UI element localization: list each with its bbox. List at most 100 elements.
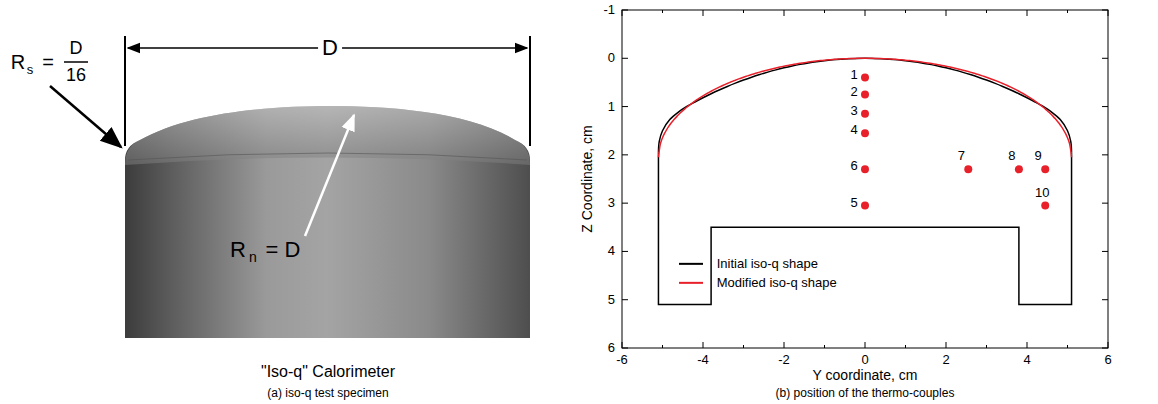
legend-text: Initial iso-q shape xyxy=(717,256,818,270)
tick xyxy=(1102,10,1108,11)
equals-sign: = xyxy=(42,51,54,73)
thermocouple-number: 7 xyxy=(958,149,965,163)
leader-arrow xyxy=(50,86,121,147)
legend-entry: Modified iso-q shape xyxy=(679,276,837,290)
thermocouple-number: 2 xyxy=(850,84,857,98)
tick xyxy=(824,345,825,348)
thermocouple-dot xyxy=(861,110,869,118)
tick-label: 5 xyxy=(608,293,615,307)
legend-line-sample xyxy=(679,282,703,284)
tick-label: 1 xyxy=(608,99,615,113)
tick xyxy=(1102,251,1108,252)
tick xyxy=(703,10,704,16)
tick-label: -2 xyxy=(778,353,790,367)
fraction-bar xyxy=(64,61,88,63)
tick xyxy=(1067,345,1068,348)
tick xyxy=(743,345,744,348)
tick xyxy=(1102,154,1108,155)
tick xyxy=(986,345,987,348)
axis-ticks xyxy=(622,10,1108,348)
tick xyxy=(622,251,628,252)
thermocouple-number: 3 xyxy=(850,104,857,118)
tick xyxy=(1108,10,1109,16)
subscript: n xyxy=(249,250,257,265)
fraction-denominator: 16 xyxy=(66,66,86,86)
tick xyxy=(662,10,663,13)
thermocouple-dot xyxy=(861,91,869,99)
initial-shape-dome xyxy=(658,58,1071,152)
tick xyxy=(986,10,987,13)
thermocouple-dot xyxy=(1015,165,1023,173)
tick-label: 6 xyxy=(1104,353,1111,367)
thermocouple-number: 10 xyxy=(1035,185,1049,199)
tick-label: -1 xyxy=(603,3,615,17)
legend-entry: Initial iso-q shape xyxy=(679,256,818,270)
tick xyxy=(1102,299,1108,300)
tick-label: 2 xyxy=(608,148,615,162)
tick xyxy=(622,342,623,348)
tick xyxy=(1027,10,1028,16)
thermocouple-plot xyxy=(622,10,1108,348)
thermocouple-dot xyxy=(1041,165,1049,173)
thermocouple-dot xyxy=(964,165,972,173)
thermocouple-number: 4 xyxy=(850,123,857,137)
plot-frame xyxy=(622,10,1108,348)
thermocouple-dot xyxy=(1041,202,1049,210)
thermocouple-number: 8 xyxy=(1008,149,1015,163)
thermocouple-dot xyxy=(861,202,869,210)
tick xyxy=(784,342,785,348)
thermocouple-number: 9 xyxy=(1035,149,1042,163)
tick xyxy=(1102,203,1108,204)
radius-value: = D xyxy=(266,238,301,262)
tick xyxy=(622,348,628,349)
legend-line-sample xyxy=(679,262,703,264)
tick-label: 0 xyxy=(861,353,868,367)
leader-arrow xyxy=(305,115,354,236)
thermocouple-number: 6 xyxy=(850,159,857,173)
tick xyxy=(622,58,628,59)
tick xyxy=(622,203,628,204)
tick-label: 4 xyxy=(1023,353,1030,367)
calorimeter-body xyxy=(125,106,530,338)
tick xyxy=(1067,10,1068,13)
tick xyxy=(1102,348,1108,349)
axis-title: Y coordinate, cm xyxy=(813,368,918,383)
axis-title: Z Coordinate, cm xyxy=(580,125,595,232)
tick xyxy=(784,10,785,16)
shoulder-edge xyxy=(128,153,527,160)
legend-text: Modified iso-q shape xyxy=(717,276,837,290)
tick xyxy=(824,10,825,13)
thermocouple-dot xyxy=(861,74,869,82)
thermocouple-number: 5 xyxy=(850,195,857,209)
subscript: s xyxy=(27,63,34,77)
specimen-name: "Iso-q" Calorimeter xyxy=(261,363,395,381)
tick-label: 6 xyxy=(608,341,615,355)
tick xyxy=(1108,342,1109,348)
tick xyxy=(946,10,947,16)
tick xyxy=(622,10,628,11)
tick xyxy=(622,154,628,155)
thermocouple-number: 1 xyxy=(850,67,857,81)
dimension-label: D xyxy=(318,36,342,60)
tick-label: 4 xyxy=(608,244,615,258)
thermocouples xyxy=(861,74,1049,210)
tick xyxy=(703,342,704,348)
tick-label: 3 xyxy=(608,196,615,210)
extension-line xyxy=(529,36,531,146)
tick xyxy=(1027,342,1028,348)
tick xyxy=(946,342,947,348)
tick xyxy=(905,345,906,348)
tick xyxy=(622,10,623,16)
extension-line xyxy=(124,36,126,146)
thermocouple-dot xyxy=(861,129,869,137)
tick xyxy=(905,10,906,13)
subfigure-caption: (b) position of the thermo-couples xyxy=(776,387,955,400)
subfigure-caption: (a) iso-q test specimen xyxy=(267,387,388,400)
tick-label: 2 xyxy=(942,353,949,367)
tick-label: -4 xyxy=(697,353,709,367)
tick-label: 0 xyxy=(608,51,615,65)
tick xyxy=(865,342,866,348)
tick xyxy=(743,10,744,13)
